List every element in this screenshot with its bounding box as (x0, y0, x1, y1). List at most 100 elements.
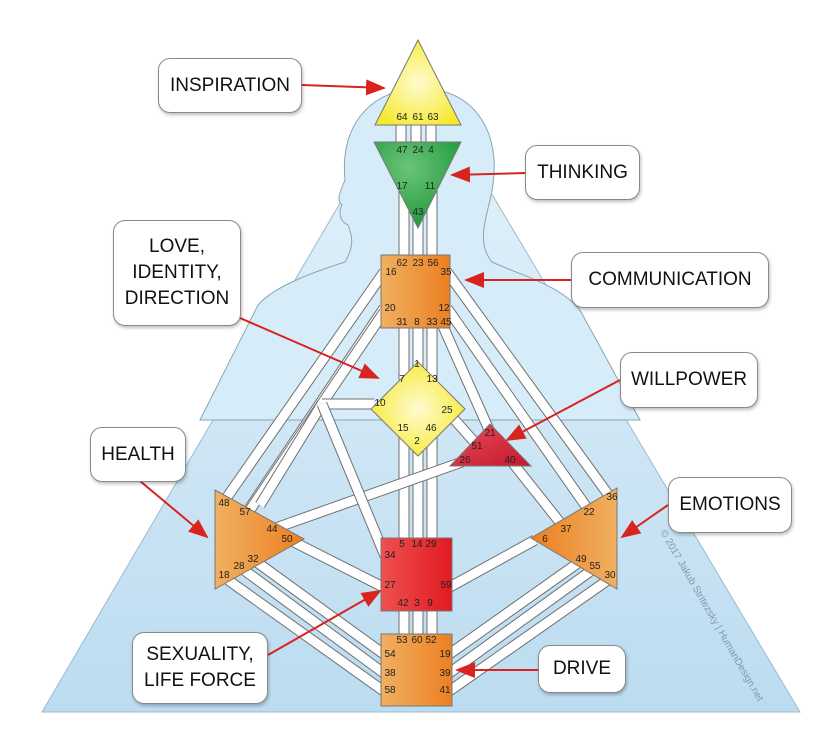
gate-number: 5 (399, 539, 405, 550)
label-communication: COMMUNICATION (571, 252, 769, 308)
gate-number: 47 (396, 145, 408, 156)
gate-number: 32 (247, 554, 259, 565)
gate-number: 22 (583, 507, 595, 518)
gate-number: 30 (604, 570, 616, 581)
g-center[interactable] (370, 361, 466, 457)
gate-number: 64 (396, 112, 408, 123)
gate-number: 19 (439, 649, 451, 660)
gate-number: 24 (412, 145, 424, 156)
gate-number: 1 (414, 359, 420, 370)
gate-number: 21 (484, 428, 496, 439)
channel (442, 268, 615, 501)
channel (507, 458, 571, 534)
label-health: HEALTH (90, 427, 186, 482)
gate-number: 20 (384, 303, 396, 314)
label-willpower: WILLPOWER (620, 352, 758, 408)
label-drive: DRIVE (538, 645, 626, 693)
pointer-arrow (301, 79, 386, 96)
label-thinking: THINKING (525, 145, 640, 200)
gate-number: 36 (606, 492, 618, 503)
gate-number: 31 (396, 317, 408, 328)
gate-number: 11 (425, 181, 436, 192)
heart-center[interactable] (448, 423, 533, 467)
channel (445, 535, 538, 593)
gate-number: 60 (411, 635, 423, 646)
root-center[interactable] (380, 633, 453, 707)
channel (444, 565, 596, 679)
gate-number: 3 (414, 598, 420, 609)
gate-number: 49 (575, 554, 587, 565)
label-love-text: LOVE, IDENTITY, DIRECTION (124, 236, 230, 309)
gate-number: 6 (542, 534, 548, 545)
centers (214, 38, 618, 707)
gate-number: 56 (427, 258, 439, 269)
sacral-center[interactable] (380, 537, 453, 612)
gate-number: 10 (374, 398, 386, 409)
gate-number: 18 (218, 570, 230, 581)
gate-number: 39 (439, 668, 451, 679)
gate-number: 37 (560, 524, 572, 535)
channel (254, 558, 389, 660)
gate-number: 55 (589, 561, 601, 572)
gate-number: 62 (396, 258, 408, 269)
throat-center[interactable] (380, 254, 451, 329)
gate-number: 8 (414, 317, 420, 328)
gate-number: 15 (397, 423, 409, 434)
channel (436, 321, 496, 435)
gate-number: 54 (384, 649, 396, 660)
gate-number: 42 (397, 598, 409, 609)
gate-number: 29 (425, 539, 437, 550)
gate-number: 14 (411, 539, 423, 550)
gate-number: 48 (218, 498, 230, 509)
spleen-center[interactable] (214, 489, 306, 590)
gate-number: 45 (440, 317, 452, 328)
ajna-center[interactable] (373, 141, 462, 230)
gate-number: 57 (239, 507, 251, 518)
label-inspiration: INSPIRATION (158, 58, 302, 113)
gate-number: 52 (425, 635, 437, 646)
channel (220, 268, 389, 504)
pointer-arrow (620, 504, 669, 539)
gate-number: 13 (426, 374, 438, 385)
gate-number: 53 (396, 635, 408, 646)
pointer-arrow (239, 317, 380, 379)
gate-number: 34 (384, 550, 396, 561)
gate-number: 33 (426, 317, 438, 328)
gate-number: 23 (412, 258, 424, 269)
gate-number: 25 (441, 405, 453, 416)
gate-number: 63 (427, 112, 439, 123)
gate-number: 2 (414, 436, 420, 447)
gate-number: 59 (440, 580, 452, 591)
gate-number: 40 (504, 455, 516, 466)
gate-number: 50 (281, 534, 293, 545)
gate-number: 9 (427, 598, 433, 609)
gate-number: 12 (438, 303, 450, 314)
label-emotions: EMOTIONS (668, 477, 792, 533)
channel (442, 304, 595, 516)
gate-number: 4 (428, 145, 434, 156)
gate-number: 26 (459, 455, 471, 466)
gate-number: 28 (233, 561, 245, 572)
pointer-arrow (450, 166, 526, 183)
channel (255, 401, 327, 508)
gate-number: 58 (384, 685, 396, 696)
gate-number: 46 (425, 423, 437, 434)
gate-number: 17 (396, 181, 408, 192)
gate-number: 7 (399, 374, 405, 385)
gate-number: 27 (384, 580, 396, 591)
solar-plexus-center[interactable] (530, 487, 618, 590)
pointer-arrow (267, 590, 382, 656)
channel (224, 575, 389, 697)
pointer-arrow (139, 480, 209, 539)
gate-number: 61 (412, 112, 424, 123)
gate-number: 51 (471, 441, 483, 452)
channel (316, 401, 391, 559)
gate-number: 44 (266, 524, 278, 535)
channel (287, 535, 388, 593)
arrows (139, 79, 669, 678)
head-center[interactable] (374, 38, 462, 126)
label-sexuality-text: SEXUALITY, LIFE FORCE (144, 644, 256, 691)
channel (240, 565, 389, 679)
